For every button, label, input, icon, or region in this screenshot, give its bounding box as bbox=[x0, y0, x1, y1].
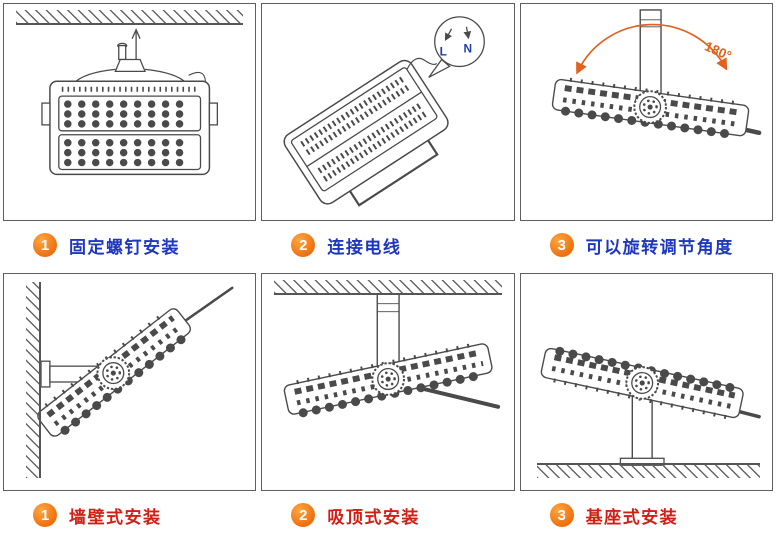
angle-label: 180° bbox=[702, 39, 733, 64]
illustration-step3: 180° bbox=[519, 3, 773, 221]
step-number-badge: 1 bbox=[33, 503, 57, 527]
rotation-arc bbox=[575, 23, 727, 75]
step-number-badge: 1 bbox=[33, 233, 57, 257]
illustration-ceiling-mount bbox=[261, 273, 515, 491]
illustration-base-mount bbox=[519, 273, 773, 491]
floodlight-ceiling-mounted bbox=[284, 293, 501, 418]
ceiling-mount-illustration bbox=[284, 293, 501, 418]
step-label: 吸顶式安装 bbox=[327, 507, 420, 527]
step-label: 固定螺钉安装 bbox=[69, 237, 180, 257]
panel-mount-base: 3 基座式安装 bbox=[519, 273, 773, 539]
caption-base-mount: 3 基座式安装 bbox=[520, 491, 773, 539]
floodlight-base-mounted bbox=[540, 346, 761, 466]
step-label: 可以旋转调节角度 bbox=[585, 237, 734, 257]
mounting-pole bbox=[639, 9, 662, 98]
floodlight-tilted bbox=[283, 16, 486, 207]
power-wire bbox=[406, 57, 438, 70]
floodlight-back bbox=[551, 9, 762, 140]
step-number-badge: 2 bbox=[291, 233, 316, 257]
base-mount-illustration bbox=[540, 346, 761, 466]
caption-step1: 1 固定螺钉安装 bbox=[3, 221, 256, 269]
caption-step3: 3 可以旋转调节角度 bbox=[520, 221, 773, 269]
floodlight-front bbox=[41, 28, 218, 176]
step-label: 基座式安装 bbox=[585, 507, 679, 527]
floodlight-wiring-illustration: L N bbox=[283, 16, 486, 207]
illustration-step1 bbox=[3, 3, 257, 221]
wire-l-label: L bbox=[440, 45, 447, 59]
step-number-badge: 2 bbox=[291, 503, 316, 527]
step-number-badge: 3 bbox=[549, 233, 574, 257]
step-number-badge: 3 bbox=[549, 503, 574, 527]
step-label: 连接电线 bbox=[327, 237, 402, 257]
floodlight-rotation-illustration: 180° bbox=[551, 9, 762, 140]
caption-wall-mount: 1 墙壁式安装 bbox=[3, 491, 256, 539]
panel-step2-connect-wires: L N 2 连接电线 bbox=[261, 3, 515, 269]
steps-grid: 1 固定螺钉安装 bbox=[3, 3, 773, 539]
illustration-wall-mount bbox=[3, 273, 257, 491]
floodlight-front-illustration bbox=[41, 28, 218, 176]
ground-hatch bbox=[536, 463, 760, 478]
panel-step1-fix-screws: 1 固定螺钉安装 bbox=[3, 3, 257, 269]
wall-flange bbox=[40, 360, 51, 388]
panel-mount-ceiling: 2 吸顶式安装 bbox=[261, 273, 515, 539]
wall-mount-illustration bbox=[37, 286, 234, 437]
caption-ceiling-mount: 2 吸顶式安装 bbox=[261, 491, 514, 539]
wire-balloon bbox=[434, 16, 486, 68]
panel-mount-wall: 1 墙壁式安装 bbox=[3, 273, 257, 539]
wire-n-label: N bbox=[464, 42, 473, 56]
ceiling-hatch bbox=[274, 280, 502, 295]
step-label: 墙壁式安装 bbox=[69, 507, 162, 527]
wall-hatch bbox=[26, 282, 41, 478]
caption-step2: 2 连接电线 bbox=[261, 221, 514, 269]
ceiling-hatch bbox=[16, 10, 244, 25]
floodlight-wall-mounted bbox=[37, 286, 234, 437]
panel-step3-rotate-angle: 180° 3 可以旋转调节角度 bbox=[519, 3, 773, 269]
illustration-step2: L N bbox=[261, 3, 515, 221]
